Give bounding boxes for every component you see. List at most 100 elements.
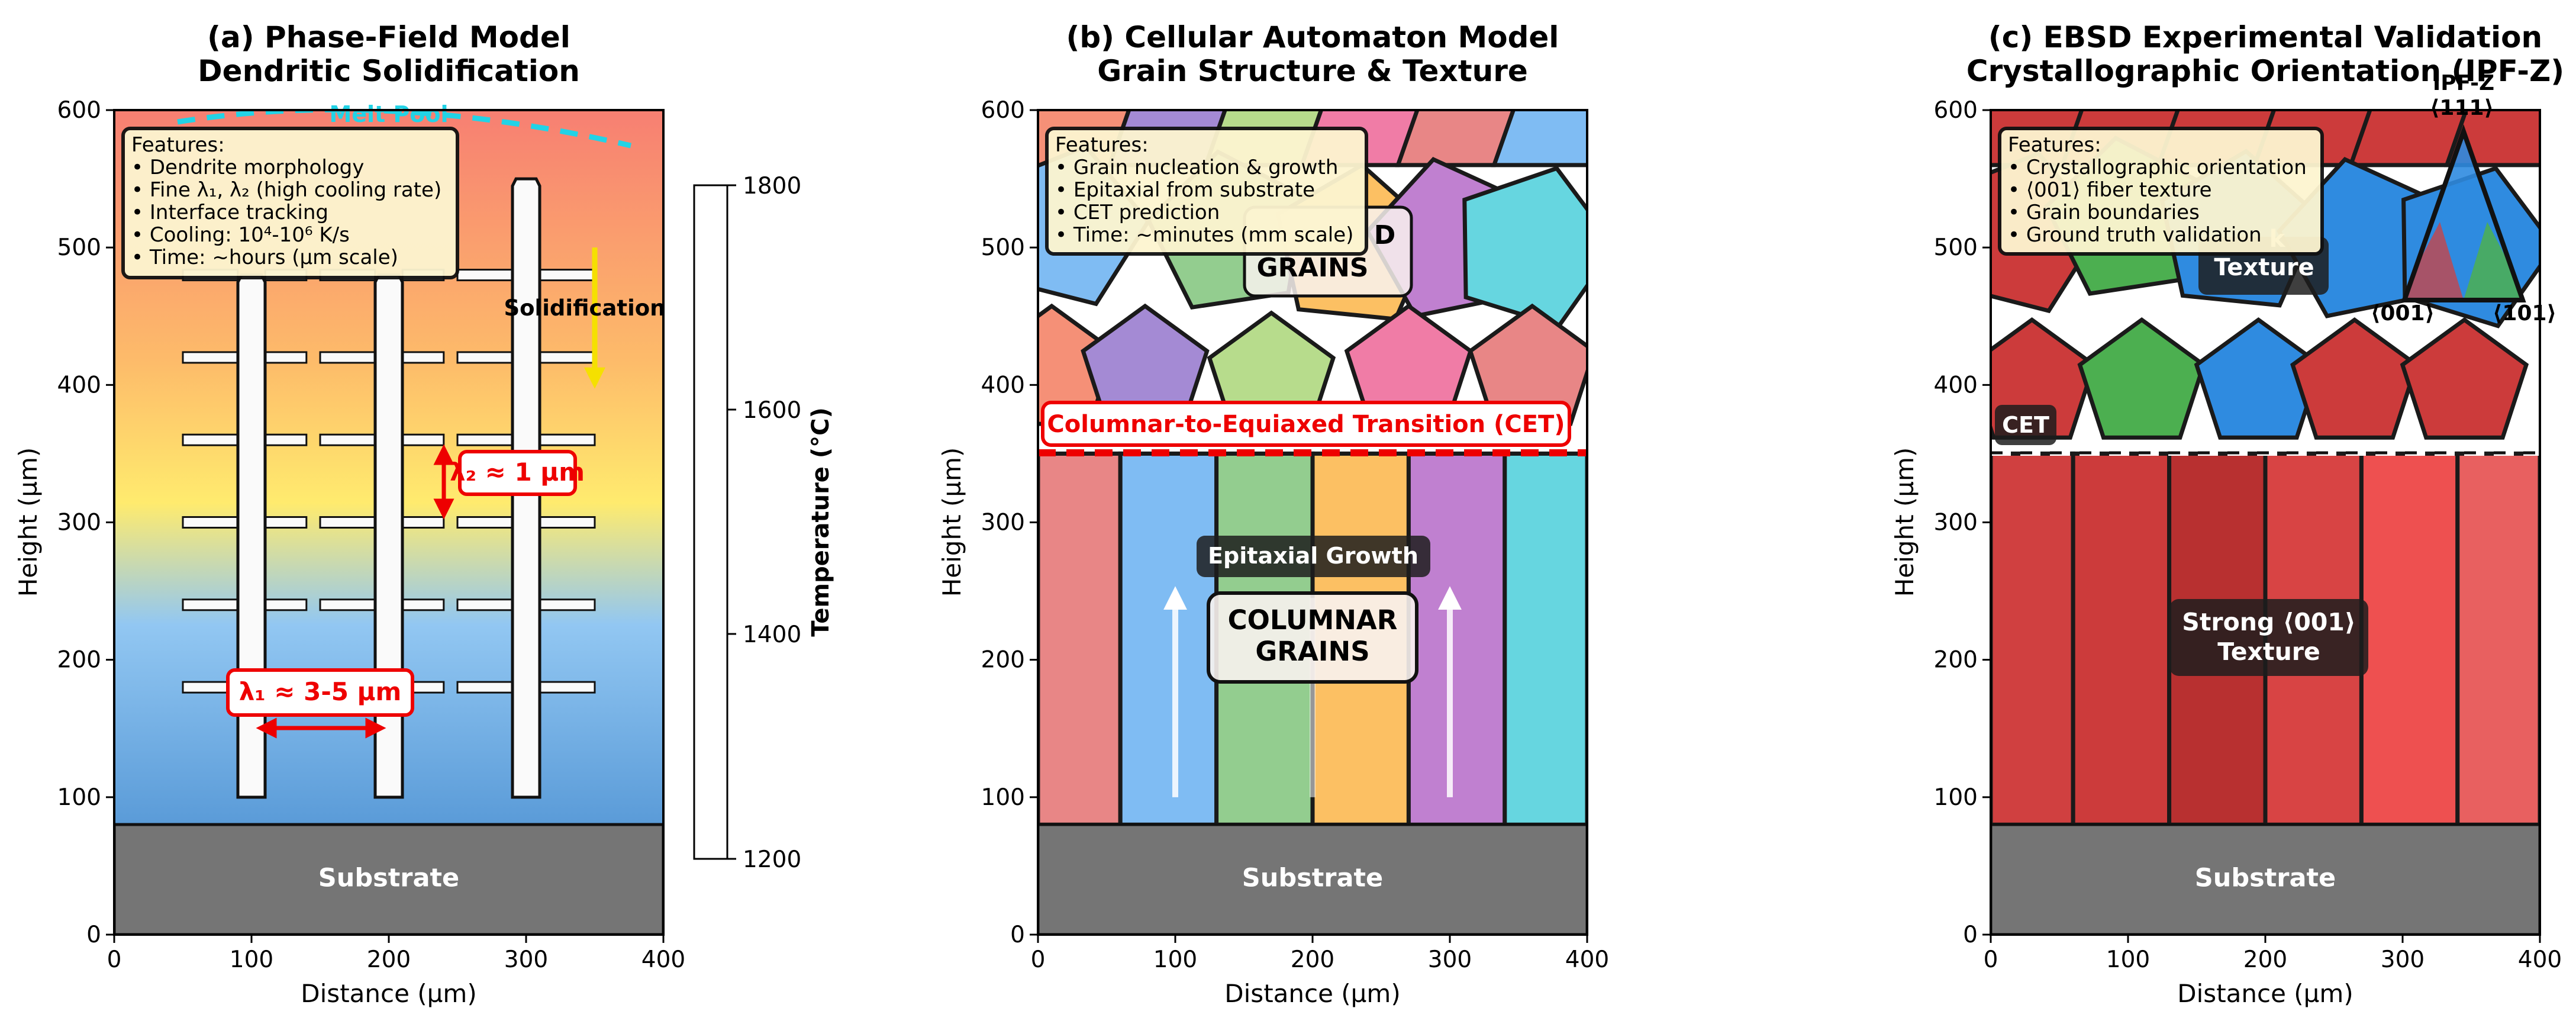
panel-a-title: (a) Phase-Field Model [207, 20, 570, 54]
secondary-arm [456, 351, 514, 364]
ipf-red [2404, 222, 2464, 300]
panel-c: Substrate CET k Texture Strong ⟨001⟩ Tex… [1890, 20, 2564, 1008]
equiaxed-grains-label: GRAINS [1257, 253, 1369, 283]
columnar-grain [1503, 451, 1587, 827]
equiaxed-grain [2400, 317, 2529, 440]
substrate-label: Substrate [2195, 864, 2336, 893]
panel-a: Melt Pool Substrate Solidification λ₂ ≈ … [14, 20, 834, 1008]
x-axis-label: Distance (µm) [1224, 979, 1400, 1008]
y-tick-label: 100 [981, 784, 1025, 811]
secondary-arm [401, 351, 445, 364]
y-tick-label: 200 [1934, 647, 1978, 674]
secondary-arm [319, 598, 376, 611]
y-tick-label: 200 [981, 647, 1025, 674]
y-tick-label: 0 [1963, 922, 1978, 948]
feature-item: • ⟨001⟩ fiber texture [2008, 178, 2212, 202]
solidification-label: Solidification [504, 295, 665, 321]
x-tick-label: 300 [504, 946, 548, 973]
x-tick-label: 100 [1153, 946, 1197, 973]
y-tick-label: 400 [57, 372, 101, 398]
panel-c-subtitle: Crystallographic Orientation (IPF-Z) [1966, 54, 2564, 88]
x-tick-label: 0 [1031, 946, 1046, 973]
texture-label: Strong ⟨001⟩ Texture [2169, 599, 2368, 676]
y-axis-label: Height (µm) [937, 447, 966, 597]
lambda1-label: λ₁ ≈ 3-5 µm [239, 677, 402, 706]
y-tick-label: 100 [57, 784, 101, 811]
cet-label: CET [2002, 412, 2049, 438]
x-tick-label: 400 [2518, 946, 2562, 973]
ipf-left-label: ⟨001⟩ [2371, 301, 2435, 326]
feature-item: • Fine λ₁, λ₂ (high cooling rate) [131, 178, 441, 202]
columnar-label-line1: COLUMNAR [1228, 604, 1398, 636]
y-tick-label: 500 [981, 234, 1025, 261]
x-tick-label: 100 [230, 946, 273, 973]
equiaxed-partial-label: D [1374, 220, 1396, 250]
epitaxial-label: Epitaxial Growth [1208, 543, 1418, 569]
y-tick-label: 300 [981, 510, 1025, 536]
texture-label-line1: Strong ⟨001⟩ [2182, 608, 2355, 636]
panel-a-subtitle: Dendritic Solidification [198, 54, 580, 88]
lambda1-annotation: λ₁ ≈ 3-5 µm [226, 668, 414, 739]
secondary-arm [456, 681, 514, 694]
features-header: Features: [1055, 133, 1149, 157]
equiaxed-grain [1491, 110, 1587, 168]
x-tick-label: 300 [1428, 946, 1472, 973]
feature-item: • Cooling: 10⁴-10⁶ K/s [131, 223, 350, 247]
y-tick-label: 600 [981, 97, 1025, 124]
y-tick-label: 600 [1934, 97, 1978, 124]
secondary-arm [401, 598, 445, 611]
columnar-grain [1118, 451, 1219, 827]
secondary-arm [456, 433, 514, 446]
feature-item: • Grain boundaries [2008, 201, 2200, 224]
ipf-top-label: ⟨111⟩ [2430, 96, 2494, 120]
y-tick-label: 0 [86, 922, 101, 948]
x-tick-label: 200 [1291, 946, 1334, 973]
x-tick-label: 100 [2106, 946, 2150, 973]
y-tick-label: 200 [57, 647, 101, 674]
secondary-arm [264, 516, 308, 529]
y-axis-label: Height (µm) [14, 447, 43, 597]
feature-item: • Interface tracking [131, 201, 328, 224]
y-tick-label: 600 [57, 97, 101, 124]
feature-item: • Time: ~hours (µm scale) [131, 246, 398, 269]
x-tick-label: 200 [2243, 946, 2287, 973]
secondary-arm [319, 516, 376, 529]
secondary-arm [319, 351, 376, 364]
secondary-arm [401, 433, 445, 446]
secondary-arm [456, 516, 514, 529]
secondary-arm [182, 433, 239, 446]
substrate-label: Substrate [1242, 864, 1383, 893]
x-tick-label: 0 [1984, 946, 1998, 973]
ipf-title: IPF-Z [2433, 71, 2494, 95]
y-tick-label: 500 [57, 234, 101, 261]
secondary-arm [264, 598, 308, 611]
features-box-b: Features: • Grain nucleation & growth • … [1045, 127, 1368, 256]
solidification-annotation: Solidification [504, 247, 666, 389]
x-axis-label: Distance (µm) [2177, 979, 2353, 1008]
equiaxed-grain [2290, 317, 2419, 440]
secondary-arm [401, 516, 445, 529]
y-tick-label: 500 [1934, 234, 1978, 261]
secondary-arm [264, 433, 308, 446]
colorbar-label: Temperature (°C) [807, 407, 834, 637]
x-tick-label: 300 [2381, 946, 2425, 973]
lambda2-annotation: λ₂ ≈ 1 µm [433, 444, 585, 520]
columnar-label: COLUMNAR GRAINS [1207, 591, 1418, 684]
x-axis-label: Distance (µm) [301, 979, 476, 1008]
dendrite-trunk [236, 273, 267, 799]
secondary-arm [456, 598, 514, 611]
features-box-c: Features: • Crystallographic orientation… [1998, 127, 2324, 256]
secondary-arm [539, 598, 596, 611]
panel-b: Substrate D GRAINS Columnar-to-Equiaxed … [937, 20, 1610, 1008]
texture-label-line2: Texture [2217, 637, 2320, 666]
cet-annotation: CET [1991, 405, 2540, 456]
features-header: Features: [131, 133, 225, 157]
columnar-grain [1406, 451, 1507, 827]
substrate [114, 823, 663, 935]
feature-item: • Epitaxial from substrate [1055, 178, 1315, 202]
columnar-grain [2455, 451, 2540, 827]
feature-item: • Grain nucleation & growth [1055, 156, 1338, 179]
